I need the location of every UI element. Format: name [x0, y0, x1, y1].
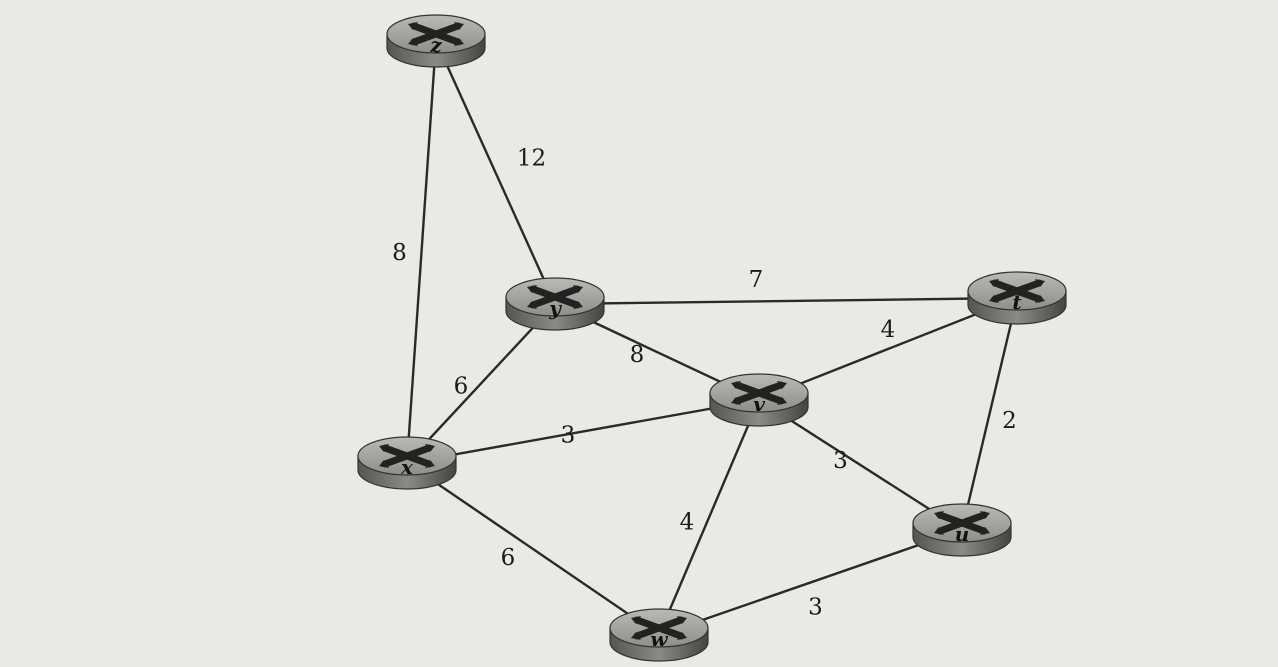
router-t: t: [967, 271, 1067, 325]
link-y-x: [406, 303, 556, 464]
router-arrows-icon: [934, 511, 990, 535]
link-x-w: [406, 462, 660, 636]
router-arrows-icon: [989, 279, 1045, 303]
link-weight-w-u: 3: [808, 595, 823, 621]
router-label: t: [1012, 290, 1022, 314]
link-weight-x-w: 6: [501, 545, 516, 571]
link-weight-t-v: 4: [881, 317, 896, 343]
link-x-v: [406, 398, 760, 465]
router-z: z: [386, 14, 486, 68]
router-v: v: [709, 373, 809, 427]
router-label: x: [400, 455, 414, 479]
link-weight-y-x: 6: [454, 374, 469, 400]
link-y-t: [554, 296, 1018, 306]
router-w: w: [609, 608, 709, 662]
router-label: y: [548, 296, 562, 320]
routers-layer: z y t v x u w: [357, 14, 1067, 662]
router-label: w: [650, 627, 668, 651]
link-weight-z-x: 8: [392, 240, 407, 266]
link-weight-x-v: 3: [561, 423, 576, 449]
router-arrows-icon: [731, 381, 787, 405]
router-label: z: [429, 33, 442, 57]
router-x: x: [357, 436, 457, 490]
link-w-u: [658, 528, 963, 637]
link-t-v: [758, 296, 1018, 402]
link-weight-t-u: 2: [1002, 408, 1017, 434]
router-arrows-icon: [379, 444, 435, 468]
link-t-u: [960, 297, 1019, 531]
link-z-x: [405, 40, 438, 464]
link-weight-v-u: 3: [833, 448, 848, 474]
router-arrows-icon: [527, 285, 583, 309]
router-u: u: [912, 503, 1012, 557]
link-weight-y-t: 7: [749, 267, 764, 293]
link-weight-v-w: 4: [680, 510, 695, 536]
router-label: v: [753, 392, 765, 416]
router-arrows-icon: [631, 616, 687, 640]
link-v-w: [657, 399, 761, 636]
router-label: u: [955, 522, 970, 546]
link-z-y: [434, 40, 557, 305]
edges-layer: [405, 40, 1019, 637]
link-v-u: [758, 398, 963, 532]
edge-weights-layer: 8 12 7 6 8 4 2 3 3 4 6 3: [392, 146, 1017, 621]
link-weight-z-y: 12: [517, 146, 546, 172]
router-arrows-icon: [408, 22, 464, 46]
link-weight-y-v: 8: [630, 342, 645, 368]
router-y: y: [505, 277, 605, 331]
